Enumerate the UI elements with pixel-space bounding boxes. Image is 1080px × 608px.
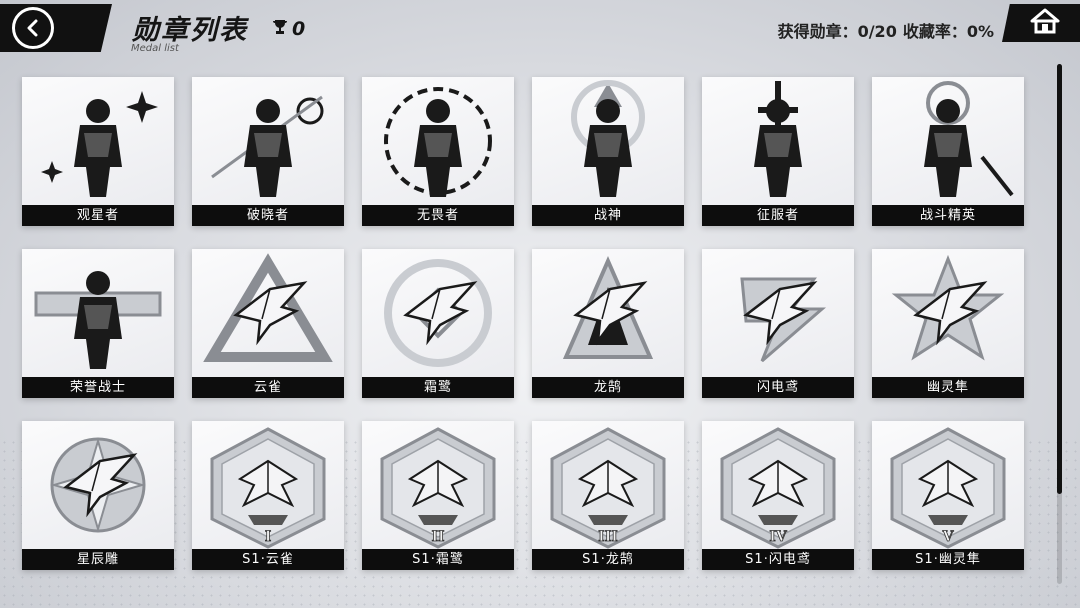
medal-name: 观星者 [22, 205, 174, 226]
back-arrow-icon [12, 7, 54, 49]
scrollbar[interactable] [1057, 64, 1062, 584]
medal-card[interactable]: II S1·霜鹭 [362, 421, 514, 570]
trophy-counter: 0 [272, 18, 305, 40]
svg-text:III: III [598, 529, 618, 545]
medal-emblem-icon: I [192, 421, 344, 549]
medal-name: 破晓者 [192, 205, 344, 226]
trophy-count: 0 [292, 18, 306, 40]
medal-name: 闪电鸢 [702, 377, 854, 398]
medal-emblem-icon [22, 77, 174, 205]
medal-emblem-icon [362, 77, 514, 205]
medal-name: S1·幽灵隼 [872, 549, 1024, 570]
medal-emblem-icon: IV [702, 421, 854, 549]
medal-card[interactable]: 星辰雕 [22, 421, 174, 570]
medal-name: 荣誉战士 [22, 377, 174, 398]
medal-emblem-icon [532, 77, 684, 205]
medal-card[interactable]: 观星者 [22, 77, 174, 226]
medal-emblem-icon [22, 421, 174, 549]
scroll-thumb[interactable] [1057, 64, 1062, 494]
medal-card[interactable]: 霜鹭 [362, 249, 514, 398]
medal-emblem-icon [702, 77, 854, 205]
medal-name: 征服者 [702, 205, 854, 226]
medal-emblem-icon [362, 249, 514, 377]
medal-emblem-icon: II [362, 421, 514, 549]
medal-card[interactable]: 龙鹄 [532, 249, 684, 398]
medal-card[interactable]: 幽灵隼 [872, 249, 1024, 398]
svg-text:V: V [942, 529, 955, 545]
back-button[interactable] [0, 4, 112, 52]
medal-name: S1·云雀 [192, 549, 344, 570]
medal-card[interactable]: 云雀 [192, 249, 344, 398]
medal-card[interactable]: IV S1·闪电鸢 [702, 421, 854, 570]
svg-text:I: I [265, 529, 272, 545]
medal-card[interactable]: V S1·幽灵隼 [872, 421, 1024, 570]
medal-name: 龙鹄 [532, 377, 684, 398]
page-subtitle: Medal list [131, 43, 179, 54]
medal-card[interactable]: 无畏者 [362, 77, 514, 226]
medal-emblem-icon [532, 249, 684, 377]
medal-name: S1·龙鹄 [532, 549, 684, 570]
medal-name: 幽灵隼 [872, 377, 1024, 398]
medal-name: 战神 [532, 205, 684, 226]
medal-emblem-icon [22, 249, 174, 377]
medal-name: 战斗精英 [872, 205, 1024, 226]
medal-emblem-icon [872, 249, 1024, 377]
page-title: 勋章列表 [132, 15, 248, 46]
medal-emblem-icon [192, 249, 344, 377]
medal-name: 云雀 [192, 377, 344, 398]
medal-card[interactable]: 征服者 [702, 77, 854, 226]
medal-emblem-icon: III [532, 421, 684, 549]
medal-card[interactable]: 荣誉战士 [22, 249, 174, 398]
medal-emblem-icon [702, 249, 854, 377]
home-button[interactable] [1002, 4, 1080, 42]
medal-card[interactable]: 战神 [532, 77, 684, 226]
medal-name: 霜鹭 [362, 377, 514, 398]
medal-card[interactable]: 战斗精英 [872, 77, 1024, 226]
medal-emblem-icon [192, 77, 344, 205]
medal-name: 无畏者 [362, 205, 514, 226]
medal-card[interactable]: I S1·云雀 [192, 421, 344, 570]
trophy-icon [272, 18, 288, 40]
medal-card[interactable]: 破晓者 [192, 77, 344, 226]
medal-card[interactable]: 闪电鸢 [702, 249, 854, 398]
obtained-count: 获得勋章：0/20 [777, 22, 897, 41]
medal-emblem-icon [872, 77, 1024, 205]
svg-text:II: II [431, 529, 444, 545]
collection-rate: 收藏率：0% [902, 22, 994, 41]
svg-text:IV: IV [769, 529, 788, 545]
medal-name: 星辰雕 [22, 549, 174, 570]
home-icon [1030, 8, 1060, 38]
medal-name: S1·霜鹭 [362, 549, 514, 570]
medal-name: S1·闪电鸢 [702, 549, 854, 570]
medal-stats: 获得勋章：0/20 收藏率：0% [778, 18, 994, 42]
medal-card[interactable]: III S1·龙鹄 [532, 421, 684, 570]
medal-emblem-icon: V [872, 421, 1024, 549]
medal-grid: 观星者破晓者无畏者战神征服者战斗精英荣誉战士云雀霜鹭龙鹄闪电鸢幽灵隼星辰雕 I S1… [22, 77, 1024, 570]
